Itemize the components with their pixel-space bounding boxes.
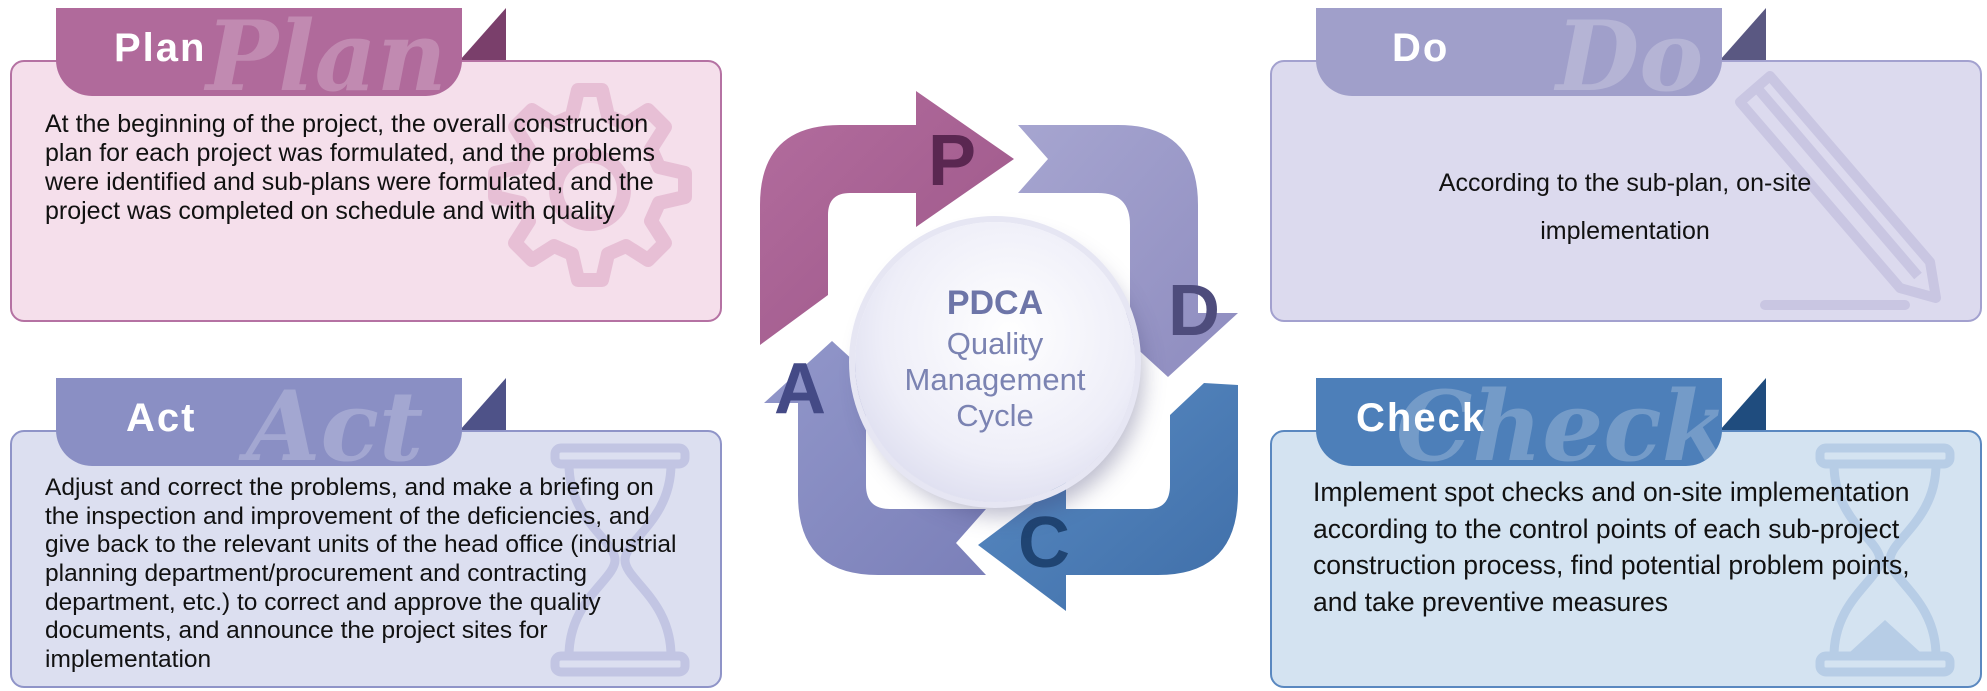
center-subtitle: Quality Management Cycle xyxy=(855,326,1135,434)
do-tab-fold xyxy=(1720,8,1766,60)
do-arrow xyxy=(1018,125,1238,377)
act-arrow xyxy=(764,341,986,575)
cycle-letter-d: D xyxy=(1168,271,1220,351)
pdca-cycle-arrows: P D C A xyxy=(760,91,1238,611)
center-subtitle-line: Cycle xyxy=(956,397,1034,433)
check-tab-fold xyxy=(1720,378,1766,430)
act-tab-fold xyxy=(460,378,506,430)
cycle-letter-p: P xyxy=(928,121,976,201)
center-title: PDCA xyxy=(946,284,1044,322)
cycle-letter-c: C xyxy=(1018,503,1070,583)
check-description: Implement spot checks and on-site implem… xyxy=(1313,477,1910,617)
act-tab: Act Act xyxy=(56,378,462,466)
plan-arrow xyxy=(760,91,1014,345)
center-subtitle-line: Management xyxy=(904,361,1086,397)
plan-description: At the beginning of the project, the ove… xyxy=(45,110,656,225)
act-tab-label: Act xyxy=(126,396,197,440)
act-tab-watermark: Act xyxy=(246,378,424,466)
check-tab-label: Check xyxy=(1356,396,1487,440)
check-arrow xyxy=(978,383,1238,611)
plan-tab: Plan Plan xyxy=(56,8,462,96)
center-subtitle-line: Quality xyxy=(946,326,1044,361)
cycle-letter-a: A xyxy=(774,349,826,429)
pdca-center-circle: PDCA Quality Management Cycle xyxy=(855,222,1135,502)
plan-tab-watermark: Plan xyxy=(206,8,447,96)
act-description: Adjust and correct the problems, and mak… xyxy=(45,474,677,673)
do-tab-label: Do xyxy=(1392,26,1450,70)
do-description: According to the sub-plan, on-site imple… xyxy=(1438,169,1812,245)
do-tab: Do Do xyxy=(1316,8,1722,96)
do-tab-watermark: Do xyxy=(1556,8,1704,96)
plan-tab-label: Plan xyxy=(114,26,207,70)
plan-tab-fold xyxy=(460,8,506,60)
check-tab: Check Check xyxy=(1316,378,1722,466)
